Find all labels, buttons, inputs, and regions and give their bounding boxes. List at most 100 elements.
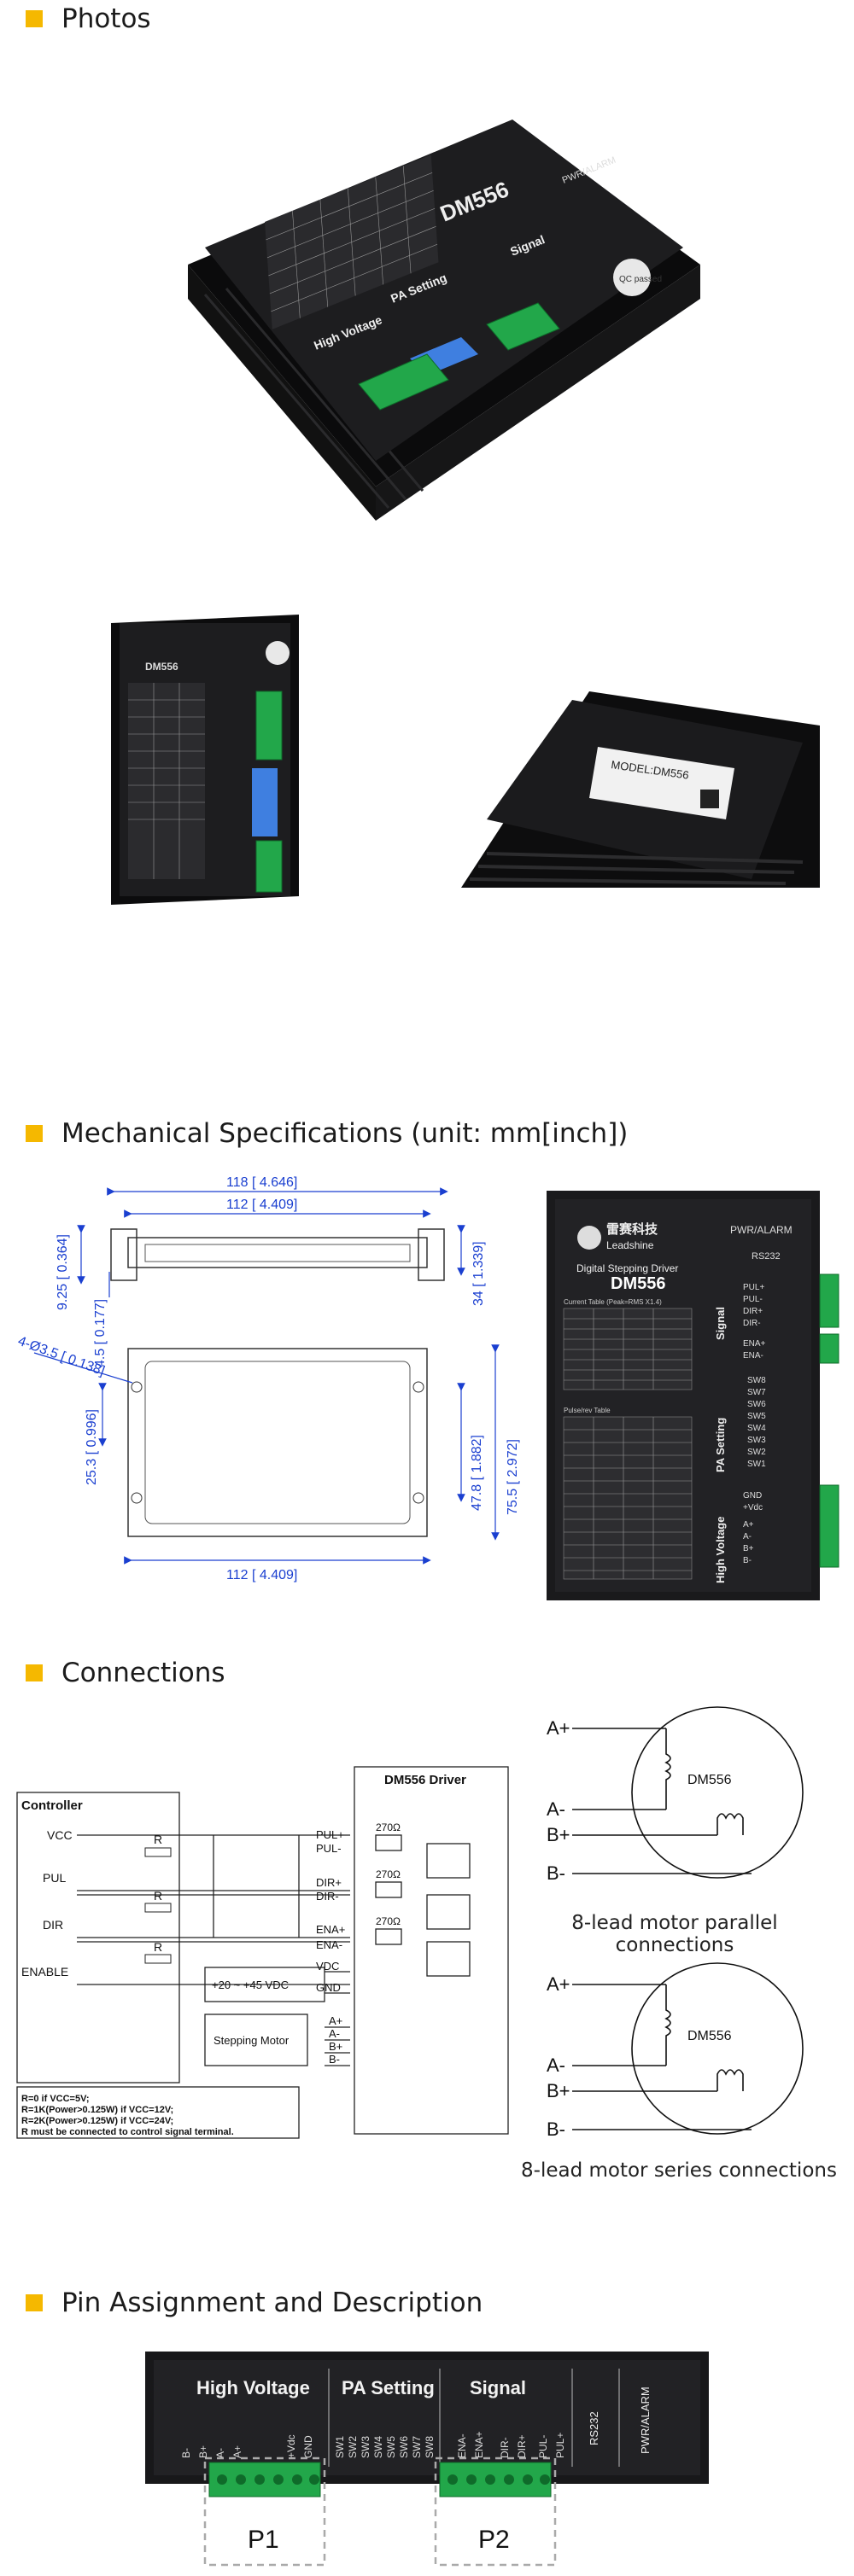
pin-label: A+ (743, 1520, 754, 1530)
res-label: 270Ω (376, 1915, 401, 1927)
subtitle: Digital Stepping Driver (576, 1262, 678, 1274)
driver-pin-label: ENA- (316, 1938, 342, 1951)
pinout-rs232: RS232 (588, 2411, 600, 2445)
pwr-alarm: PWR/ALARM (730, 1224, 793, 1236)
supply-label: +20 ~ +45 VDC (212, 1979, 289, 1991)
pin-label: B+ (197, 2445, 209, 2458)
driver-pin-label: B+ (329, 2040, 342, 2053)
brand-cn: 雷赛科技 (606, 1221, 658, 1237)
pin-label: SW7 (411, 2436, 423, 2458)
pin-label: PUL- (743, 1295, 763, 1304)
pin-label: ENA+ (473, 2431, 485, 2458)
panel-group-high: High Voltage (714, 1517, 727, 1583)
dim-47-8: 47.8 [ 1.882] (470, 1435, 484, 1511)
dim-25-3: 25.3 [ 0.996] (85, 1409, 99, 1485)
section-title: Pin Assignment and Description (61, 2288, 483, 2318)
dim-112-top: 112 [ 4.409] (226, 1198, 297, 1212)
pinout-pwr: PWR/ALARM (639, 2387, 652, 2454)
product-photo-label-side: MODEL:DM556 (461, 691, 820, 888)
series-caption: 8-lead motor series connections (521, 2159, 837, 2182)
section-connections-heading: Connections (26, 1658, 225, 1688)
note-line: R=2K(Power>0.125W) if VCC=24V; (21, 2116, 173, 2126)
mechanical-drawing: 118 [ 4.646] 112 [ 4.409] 112 [ 4.409] 9… (16, 1175, 520, 1582)
product-photo-front: DM556 (111, 615, 299, 905)
dim-118: 118 [ 4.646] (226, 1175, 297, 1190)
pin-assignment-photo: High Voltage PA Setting Signal RS232 PWR… (145, 2352, 709, 2567)
pinout-signal: Signal (470, 2377, 526, 2398)
pinout-high: High Voltage (196, 2377, 310, 2398)
pin-label: SW6 (747, 1400, 766, 1409)
parallel-caption: 8-lead motor parallel connections (571, 1912, 778, 1956)
controller-label: Controller (21, 1798, 83, 1813)
pin-label: A- (214, 2448, 226, 2458)
lead-label: B+ (547, 1824, 570, 1845)
lead-label: A+ (547, 1717, 570, 1739)
pin-label: SW2 (347, 2436, 359, 2458)
pin-label: DIR- (499, 2437, 511, 2458)
bullet-square-icon (26, 2294, 43, 2311)
section-title: Connections (61, 1658, 225, 1688)
bullet-square-icon (26, 1125, 43, 1142)
enable-label: ENABLE (21, 1965, 68, 1979)
panel-model: DM556 (611, 1274, 665, 1293)
note-line: R=0 if VCC=5V; (21, 2094, 89, 2104)
lead-label: B+ (547, 2080, 570, 2101)
driver-pin-label: B- (329, 2053, 340, 2066)
vcc-label: VCC (47, 1828, 73, 1842)
dim-112-bottom: 112 [ 4.409] (226, 1568, 297, 1582)
lead-label: A+ (547, 1973, 570, 1995)
note-line: R must be connected to control signal te… (21, 2127, 234, 2137)
driver-pin-label: A- (329, 2027, 340, 2040)
motor-series-diagram: A+ A- B+ B- DM556 (547, 1962, 804, 2140)
driver-pin-label: ENA+ (316, 1923, 345, 1936)
section-pins-heading: Pin Assignment and Description (26, 2288, 483, 2318)
pin-label: SW1 (334, 2436, 346, 2458)
pin-label: A- (743, 1532, 752, 1542)
lead-label: A- (547, 1798, 565, 1820)
lead-label: B- (547, 2118, 565, 2140)
driver-pin-label: GND (316, 1981, 341, 1994)
driver-pin-label: DIR- (316, 1890, 339, 1903)
pin-label: B- (743, 1556, 752, 1565)
dim-75-5: 75.5 [ 2.972] (506, 1439, 520, 1515)
r-label: R (154, 1889, 162, 1903)
pin-label: SW4 (747, 1424, 766, 1433)
section-mech-heading: Mechanical Specifications (unit: mm[inch… (26, 1118, 628, 1149)
brand: Leadshine (606, 1239, 654, 1251)
pin-label: SW5 (385, 2436, 397, 2458)
pin-label: B- (180, 2448, 192, 2458)
motor-label: DM556 (687, 2029, 732, 2043)
pin-label: SW4 (372, 2436, 384, 2458)
note-line: R=1K(Power>0.125W) if VCC=12V; (21, 2105, 173, 2115)
motor-parallel-diagram: A+ A- B+ B- DM556 (547, 1706, 804, 1884)
bullet-square-icon (26, 10, 43, 27)
r-label: R (154, 1833, 162, 1846)
pin-label: ENA+ (743, 1339, 766, 1349)
pin-label: DIR+ (516, 2434, 528, 2458)
p1-label: P1 (248, 2526, 279, 2554)
section-title: Mechanical Specifications (unit: mm[inch… (61, 1118, 629, 1149)
pin-label: PUL+ (554, 2433, 566, 2458)
rs232-label: RS232 (752, 1251, 781, 1262)
product-photo-front-panel: 雷赛科技 Leadshine Digital Stepping Driver D… (547, 1191, 839, 1600)
dir-label: DIR (43, 1918, 63, 1932)
pin-label: SW6 (398, 2436, 410, 2458)
front-model-label: DM556 (145, 661, 178, 673)
p2-label: P2 (478, 2526, 510, 2554)
pin-label: A+ (231, 2445, 243, 2458)
pin-label: ENA- (456, 2433, 468, 2458)
res-label: 270Ω (376, 1821, 401, 1833)
pin-label: SW3 (747, 1436, 766, 1445)
pin-label: B+ (743, 1544, 754, 1553)
wiring-diagram: Controller DM556 Driver VCC PUL DIR ENAB… (16, 1766, 509, 2139)
pin-label: +Vdc (285, 2434, 297, 2458)
pin-label: SW7 (747, 1388, 766, 1397)
driver-pin-label: VDC (316, 1960, 339, 1973)
panel-group-signal: Signal (714, 1307, 727, 1340)
pin-label: SW8 (747, 1376, 766, 1385)
pinout-pa: PA Setting (342, 2377, 435, 2398)
motor-label: DM556 (687, 1773, 732, 1787)
pul-label: PUL (43, 1871, 66, 1885)
pin-label: SW2 (747, 1448, 766, 1457)
pulse-table-title: Pulse/rev Table (564, 1407, 611, 1414)
